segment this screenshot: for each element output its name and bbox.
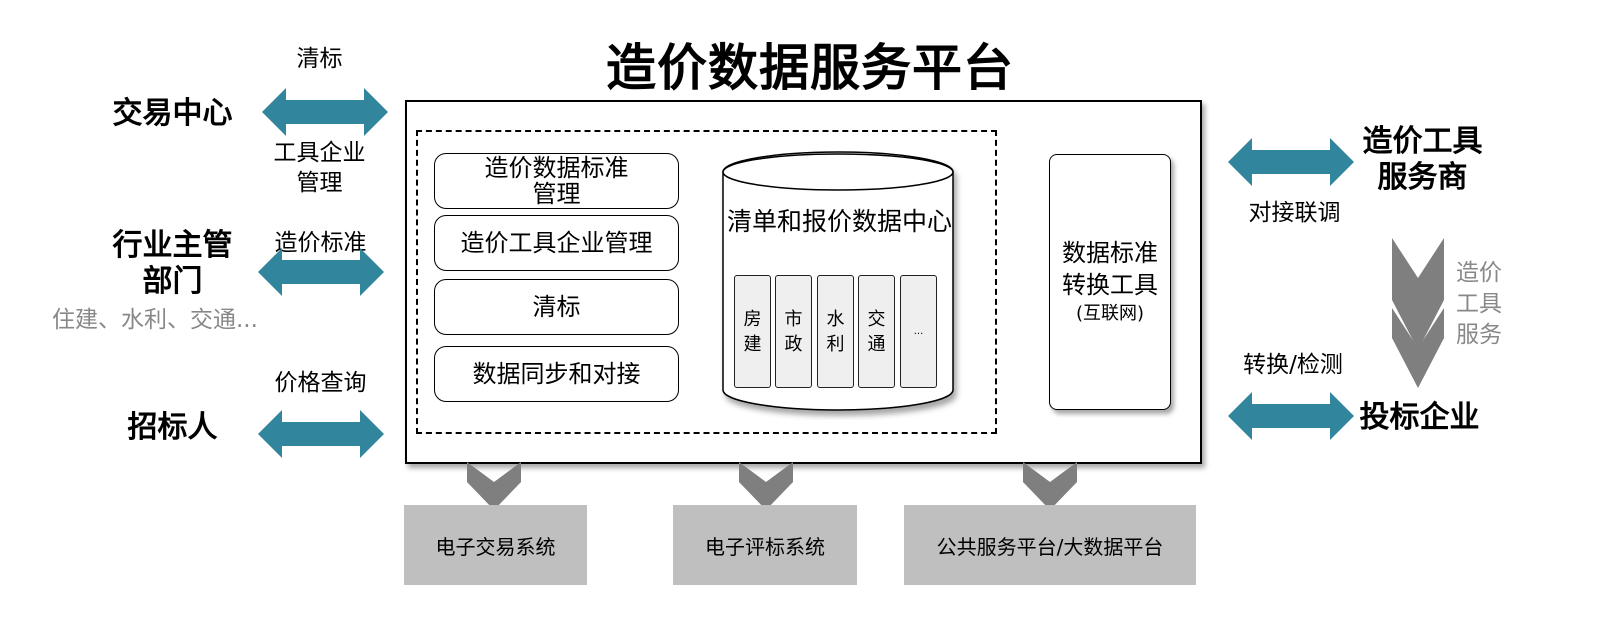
party-name-line1: 行业主管 [112, 228, 233, 263]
tool-label-line3: (互联网) [1075, 303, 1145, 324]
module-data-sync: 数据同步和对接 [434, 346, 679, 402]
data-standard-conversion-tool: 数据标准 转换工具 (互联网) [1049, 154, 1171, 410]
system-e-trading: 电子交易系统 [404, 505, 587, 585]
tool-service-label: 造价 工具 服务 [1456, 258, 1516, 351]
db-column-municipal: 市 政 [775, 275, 812, 388]
flow-label-cost-standard: 造价标准 [274, 230, 367, 256]
flow-label-convert-check: 转换/检测 [1243, 352, 1343, 378]
module-cost-data-standard-mgmt: 造价数据标准 管理 [434, 153, 679, 209]
module-tool-enterprise-mgmt: 造价工具企业管理 [434, 215, 679, 271]
double-arrow-icon [258, 248, 384, 296]
flow-label-integration: 对接联调 [1248, 200, 1341, 226]
chevron-down-icon [739, 462, 793, 510]
flow-label-tool-enterprise-mgmt: 工具企业 管理 [273, 140, 366, 196]
db-column-transport: 交 通 [858, 275, 895, 388]
tool-label-line1: 数据标准 [1062, 239, 1158, 267]
db-column-water: 水 利 [817, 275, 854, 388]
flow-label-price-query: 价格查询 [274, 370, 367, 396]
party-name-line2: 部门 [142, 264, 203, 299]
party-industry-authority: 行业主管 部门 [100, 228, 245, 300]
system-e-evaluation: 电子评标系统 [673, 505, 857, 585]
double-arrow-icon [258, 410, 384, 458]
authority-note: 住建、水利、交通... [52, 307, 258, 333]
tool-service-line3: 服务 [1456, 322, 1502, 348]
database-label: 清单和报价数据中心 [727, 207, 953, 236]
page-title: 造价数据服务平台 [606, 39, 1014, 97]
chevron-down-icon [1023, 462, 1077, 510]
double-arrow-icon [1228, 138, 1354, 186]
db-column-more: ... [900, 275, 937, 388]
party-name-line2: 服务商 [1377, 160, 1468, 195]
module-clear-bid: 清标 [434, 279, 679, 335]
party-bidding-enterprise: 投标企业 [1359, 400, 1480, 435]
party-trading-center: 交易中心 [112, 96, 233, 131]
double-arrow-icon [1228, 392, 1354, 440]
system-public-service-bigdata: 公共服务平台/大数据平台 [904, 505, 1196, 585]
chevron-down-double-icon [1392, 238, 1444, 388]
party-tenderer: 招标人 [127, 410, 218, 445]
tool-service-line1: 造价 [1456, 260, 1502, 286]
tool-service-line2: 工具 [1456, 291, 1502, 317]
chevron-down-icon [467, 462, 521, 510]
core-module-group [416, 130, 997, 434]
flow-label-clear-bid: 清标 [296, 46, 343, 72]
double-arrow-icon [262, 88, 388, 136]
db-column-housing: 房 建 [734, 275, 771, 388]
tool-label-line2: 转换工具 [1062, 271, 1158, 299]
party-tool-provider: 造价工具 服务商 [1355, 124, 1490, 196]
party-name-line1: 造价工具 [1362, 124, 1483, 159]
